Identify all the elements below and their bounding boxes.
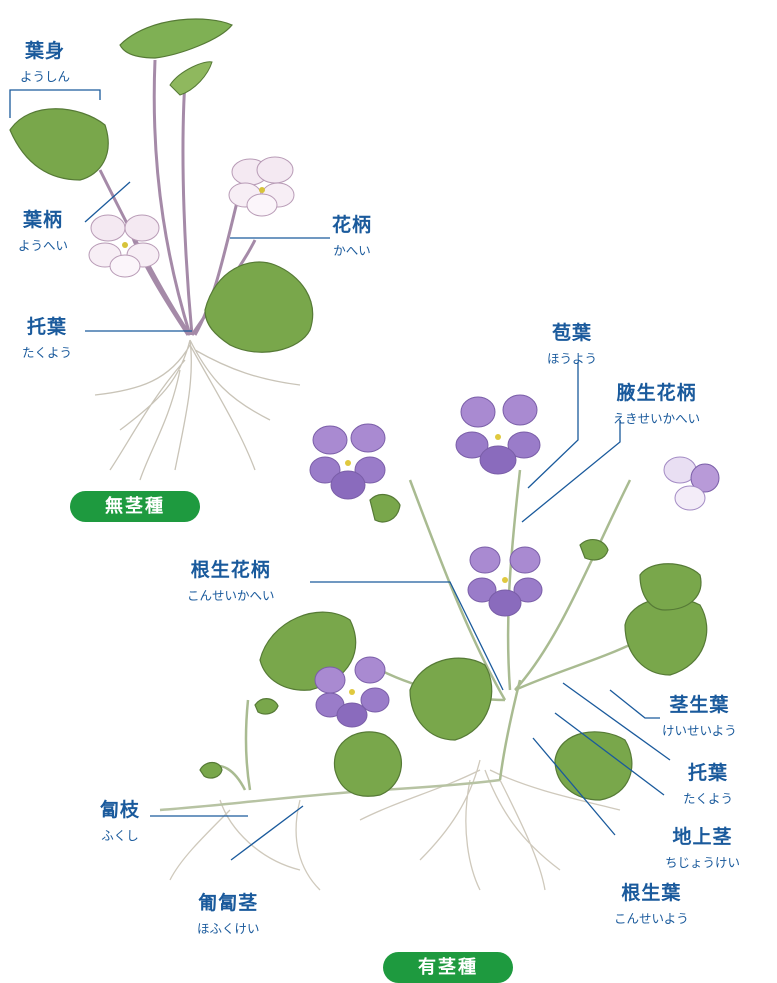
label-youhei-kana: ようへい — [18, 238, 69, 253]
label-konsei-kahei: 根生花柄 こんせいかへい — [187, 555, 275, 604]
label-ekisei-kana: えきせいかへい — [613, 411, 701, 426]
runner-line — [159, 778, 501, 812]
stemmed-flower-5 — [663, 456, 720, 511]
stemmed-leaves — [199, 493, 708, 801]
leaf-blade-top — [119, 18, 233, 59]
label-houyou-kanji: 苞葉 — [552, 322, 593, 344]
badge-stemmed: 有茎種 — [383, 952, 513, 983]
label-fukushi-kana: ふくし — [101, 828, 139, 843]
label-takuyou-bottom: 托葉 たくよう — [683, 758, 733, 807]
label-fukushi-kanji: 匐枝 — [100, 799, 141, 821]
label-konseiyou-kana: こんせいよう — [614, 911, 689, 926]
label-houyou: 苞葉 ほうよう — [547, 318, 597, 367]
stemmed-flower-2 — [455, 394, 541, 475]
label-ekisei-kanji: 腋生花柄 — [616, 382, 697, 404]
label-youshin-kanji: 葉身 — [25, 40, 66, 62]
label-hofukukei-kana: ほふくけい — [197, 921, 260, 936]
label-houyou-kana: ほうよう — [547, 351, 598, 366]
stemless-roots — [94, 339, 301, 481]
label-takuyou-bottom-kanji: 托葉 — [688, 762, 729, 784]
label-keiseiyou-kanji: 茎生葉 — [669, 694, 730, 716]
stemmed-flower-3 — [467, 546, 543, 617]
label-youhei: 葉柄 ようへい — [18, 205, 68, 254]
stemmed-plant — [159, 394, 720, 891]
stemless-plant — [9, 18, 314, 481]
label-takuyou-top: 托葉 たくよう — [22, 312, 72, 361]
label-chijoukei: 地上茎 ちじょうけい — [665, 822, 740, 871]
leaf-blade-right — [204, 261, 314, 353]
label-konseiyou: 根生葉 こんせいよう — [614, 878, 689, 927]
label-takuyou-top-kanji: 托葉 — [27, 316, 68, 338]
label-hofukukei-kanji: 匍匐茎 — [198, 892, 259, 914]
label-kahei-kanji: 花柄 — [332, 214, 373, 236]
label-kahei: 花柄 かへい — [332, 210, 372, 259]
label-kahei-kana: かへい — [333, 243, 371, 258]
label-konseiyou-kanji: 根生葉 — [621, 882, 682, 904]
label-youshin-kana: ようしん — [20, 69, 71, 84]
label-keiseiyou: 茎生葉 けいせいよう — [662, 690, 737, 739]
leader-lines — [9, 89, 671, 861]
label-youshin: 葉身 ようしん — [20, 36, 70, 85]
label-takuyou-top-kana: たくよう — [22, 345, 73, 360]
label-konsei-kahei-kanji: 根生花柄 — [190, 559, 271, 581]
label-fukushi: 匐枝 ふくし — [100, 795, 140, 844]
stemless-flower-2 — [88, 214, 160, 278]
leaf-young — [169, 61, 213, 96]
stemmed-flower-4 — [314, 656, 390, 728]
label-takuyou-bottom-kana: たくよう — [683, 791, 734, 806]
label-chijoukei-kana: ちじょうけい — [665, 855, 741, 870]
label-youhei-kanji: 葉柄 — [23, 209, 64, 231]
leaf-blade-left — [9, 108, 109, 181]
label-hofukukei: 匍匐茎 ほふくけい — [197, 888, 260, 937]
stemmed-roots — [169, 759, 621, 891]
label-keiseiyou-kana: けいせいよう — [662, 723, 737, 738]
stemmed-flower-1 — [309, 423, 386, 500]
label-ekisei: 腋生花柄 えきせいかへい — [613, 378, 700, 427]
stemless-flower-1 — [228, 156, 295, 217]
label-chijoukei-kanji: 地上茎 — [672, 826, 733, 848]
badge-stemless: 無茎種 — [70, 491, 200, 522]
label-konsei-kahei-kana: こんせいかへい — [187, 588, 275, 603]
